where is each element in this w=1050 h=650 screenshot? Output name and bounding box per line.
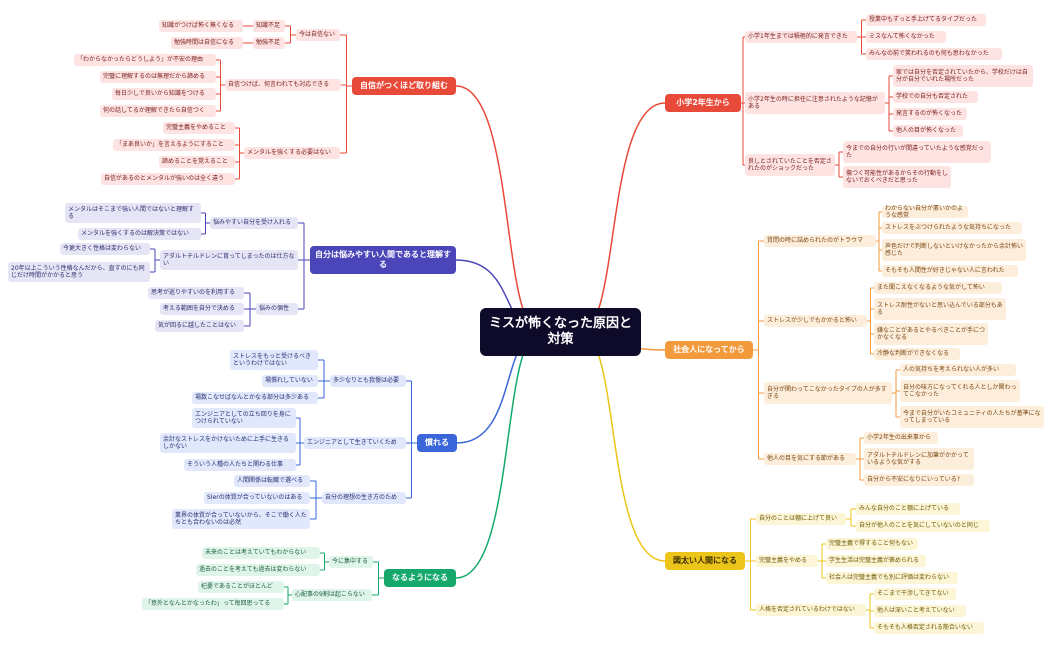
topic-work-3[interactable]: 自分が関わってこなかったタイプの人が多すぎる — [764, 382, 892, 404]
leaf-used-2-3[interactable]: そういう人種の人たちと関わる仕事 — [184, 459, 296, 471]
branch-used[interactable]: 慣れる — [417, 434, 457, 452]
branch-weak[interactable]: 自分は悩みやすい人間であると理解する — [310, 246, 456, 274]
leaf-work-1-1[interactable]: わからない自分が悪いかのような感覚 — [882, 205, 968, 219]
leaf-weak-3-2[interactable]: 考える範囲を自分で決める — [160, 303, 244, 315]
leaf-confidence-2-2[interactable]: 完璧に理解するのは無理だから諦める — [100, 71, 216, 83]
leaf-weak-2-2[interactable]: 20年以上こういう性格なんだから、直すのにも同じだけ時間がかかると思う — [8, 262, 150, 282]
topic-tough-2[interactable]: 完璧主義をやめる — [756, 555, 818, 567]
leaf-confidence-2-1[interactable]: 「わからなかったらどうしよう」が不安の理由 — [74, 54, 216, 66]
topic-weak-3[interactable]: 悩みの個性 — [256, 303, 298, 315]
leaf-used-1-1[interactable]: ストレスをもっと受けるべきというわけではない — [230, 350, 318, 370]
leaf-tough-1-1[interactable]: みんな自分のこと棚に上げている — [856, 503, 960, 515]
leaf-work-4-3[interactable]: 自分から不安になりにいっている? — [864, 474, 974, 486]
leaf-weak-1-1[interactable]: メンタルはそこまで強い人間ではないと理解する — [65, 203, 201, 223]
topic-elementary-1[interactable]: 小学1年生までは積極的に発言できた — [745, 31, 857, 43]
leaf-confidence-1-1-1[interactable]: 知識がつけば怖く無くなる — [159, 20, 243, 32]
topic-work-1[interactable]: 質問の時に詰められたのがトラウマ — [764, 235, 876, 247]
leaf-elementary-2-3[interactable]: 発言するのが怖くなった — [893, 108, 967, 120]
topic-weak-2[interactable]: アダルトチルドレンに育ってしまったのは仕方ない — [160, 250, 298, 270]
branch-whatever[interactable]: なるようになる — [384, 569, 456, 587]
topic-tough-1[interactable]: 自分のことは棚に上げて良い — [756, 513, 846, 525]
leaf-weak-3-1[interactable]: 思考が巡りやすいのを利用する — [148, 287, 244, 299]
leaf-tough-2-3[interactable]: 社会人は完璧主義でも別に評価は変わらない — [826, 572, 958, 584]
leaf-work-3-1[interactable]: 人の気持ちを考えられない人が多い — [900, 364, 1016, 376]
leaf-work-2-1[interactable]: また聞こえなくなるような気がして怖い — [874, 282, 1002, 294]
leaf-work-3-3[interactable]: 今まで自分がいたコミュニティの人たちが基準になってしまっている — [900, 406, 1044, 428]
leaf-work-2-3[interactable]: 嫌なことがあるとやるべきことが手につかなくなる — [874, 323, 988, 345]
root-node[interactable]: ミスが怖くなった原因と対策 — [480, 308, 641, 356]
topic-work-4[interactable]: 他人の目を気にする節がある — [764, 453, 856, 465]
leaf-confidence-2-3[interactable]: 毎日少しで良いから知識をつける — [112, 88, 216, 100]
leaf-work-3-2[interactable]: 自分の味方になってくれる人としか関わってこなかった — [900, 380, 1020, 402]
leaf-used-1-2[interactable]: 場慣れしていない — [262, 375, 318, 387]
topic-used-2[interactable]: エンジニアとして生きていくため — [304, 437, 406, 449]
leaf-whatever-1-2[interactable]: 過去のことを考えても過去は変わらない — [196, 564, 320, 576]
leaf-used-3-2[interactable]: SIerの体質が合っていないのはある — [204, 492, 310, 504]
leaf-used-2-2[interactable]: 余計なストレスをかけないために上手に生きるしかない — [160, 433, 296, 453]
leaf-elementary-1-1[interactable]: 授業中もずっと手上げてるタイプだった — [866, 14, 986, 26]
leaf-work-1-3[interactable]: 声色だけで判断しないといけなかったから余計怖い感じた — [882, 239, 1026, 261]
leaf-work-1-2[interactable]: ストレスをぶつけられたような気持ちになった — [882, 222, 1022, 234]
topic-work-2[interactable]: ストレスが少しでもかかると怖い — [764, 315, 867, 327]
leaf-tough-3-3[interactable]: そもそも人格否定される筋合いない — [874, 622, 984, 634]
leaf-work-4-2[interactable]: アダルトチルドレンに加筆がかかっているような気がする — [864, 448, 974, 470]
leaf-work-1-4[interactable]: そもそも人間性が好きじゃない人に言われた — [882, 265, 1018, 277]
topic-tough-3[interactable]: 人格を否定されているわけではない — [756, 604, 866, 616]
branch-confidence[interactable]: 自信がつくほど取り組む — [352, 77, 456, 95]
leaf-confidence-2-4[interactable]: 何の話してるか理解できたら自信つく — [100, 105, 216, 117]
leaf-used-3-1[interactable]: 人間関係は転職で選べる — [234, 475, 310, 487]
branch-work[interactable]: 社会人になってから — [665, 341, 753, 359]
topic-used-1[interactable]: 多少なりとも我慢は必要 — [330, 375, 406, 387]
leaf-elementary-1-3[interactable]: みんなの前で笑われるのも何も思わなかった — [866, 48, 1002, 60]
leaf-tough-1-2[interactable]: 自分が他人のことを気にしていないのと同じ — [856, 520, 990, 532]
leaf-work-2-2[interactable]: ストレス耐性がないと思い込んでいる部分もある — [874, 298, 1006, 320]
leaf-used-1-3[interactable]: 場数こなせばなんとかなる部分は多少ある — [192, 392, 318, 404]
leaf-confidence-3-2[interactable]: 「まあ良いか」を言えるようにすること — [113, 139, 235, 151]
topic-confidence-2[interactable]: 自信つけば、何言われても対応できる — [225, 79, 341, 91]
topic-elementary-3[interactable]: 良しとされていたことを否定されたのがショックだった — [745, 154, 835, 176]
leaf-whatever-1-1[interactable]: 未来のことは考えていてもわからない — [202, 547, 320, 559]
leaf-whatever-2-2[interactable]: 「意外となんとかなったわ」って毎回思ってる — [142, 598, 284, 610]
leaf-elementary-2-2[interactable]: 学校での自分も否定された — [893, 91, 978, 103]
leaf-work-2-4[interactable]: 冷静な判断ができなくなる — [874, 348, 960, 360]
topic-confidence-3[interactable]: メンタルを強くする必要はない — [244, 147, 340, 159]
topic-whatever-1[interactable]: 今に集中する — [329, 556, 373, 568]
leaf-elementary-3-1[interactable]: 今までの自分の行いが間違っていたような感覚だった — [843, 141, 991, 163]
topic-elementary-2[interactable]: 小学2年生の時に担任に注意されたような記憶がある — [745, 92, 885, 114]
topic-weak-1[interactable]: 悩みやすい自分を受け入れる — [210, 217, 298, 229]
topic-used-3[interactable]: 自分の理想の生き方のため — [322, 492, 406, 504]
leaf-weak-2-1[interactable]: 今更大きく性格は変わらない — [60, 243, 150, 255]
leaf-confidence-3-3[interactable]: 諦めることを覚えること — [159, 156, 235, 168]
leaf-elementary-2-4[interactable]: 他人の目が怖くなった — [893, 125, 963, 137]
leaf-weak-3-3[interactable]: 気が回るに越したことはない — [155, 320, 244, 332]
leaf-used-2-1[interactable]: エンジニアとしての立ち回りを身につけられていない — [192, 408, 296, 428]
leaf-tough-3-1[interactable]: そこまで干渉してきてない — [874, 588, 956, 600]
sub-confidence-1-1[interactable]: 知識不足 — [253, 20, 285, 32]
leaf-elementary-2-1[interactable]: 家では自分を否定されていたから、学校だけは自分が自分でいれた場所だった — [893, 65, 1033, 87]
leaf-confidence-3-1[interactable]: 完璧主義をやめること — [163, 122, 235, 134]
leaf-weak-1-2[interactable]: メンタルを強くするのは解決策ではない — [78, 228, 201, 240]
leaf-used-3-3[interactable]: 業界の体質が合っていないから、そこで働く人たちとも合わないのは必然 — [172, 509, 310, 529]
leaf-confidence-3-4[interactable]: 自信があるのとメンタルが強いのは全く違う — [101, 173, 235, 185]
sub-confidence-1-2[interactable]: 勉強不足 — [253, 37, 285, 49]
leaf-tough-2-1[interactable]: 完璧主義で得すること何もない — [826, 538, 918, 550]
leaf-whatever-2-1[interactable]: 杞憂であることがほとんど — [198, 581, 284, 593]
topic-whatever-2[interactable]: 心配事の9割は起こらない — [292, 589, 372, 601]
branch-elementary[interactable]: 小学2年生から — [665, 94, 741, 112]
leaf-elementary-1-2[interactable]: ミスなんて怖くなかった — [866, 31, 946, 43]
leaf-tough-3-2[interactable]: 他人は深いこと考えていない — [874, 605, 966, 617]
branch-tough[interactable]: 図太い人間になる — [665, 552, 745, 570]
leaf-confidence-1-2-1[interactable]: 勉強時間は自信になる — [171, 37, 243, 49]
leaf-tough-2-2[interactable]: 学生生活は完璧主義が褒められる — [826, 555, 926, 567]
leaf-elementary-3-2[interactable]: 傷つく可能性があるからその行動をしないでおくべきだと思った — [843, 166, 951, 188]
topic-confidence-1[interactable]: 今は自信ない — [296, 29, 340, 41]
leaf-work-4-1[interactable]: 小学2年生の出来事から — [864, 432, 938, 444]
